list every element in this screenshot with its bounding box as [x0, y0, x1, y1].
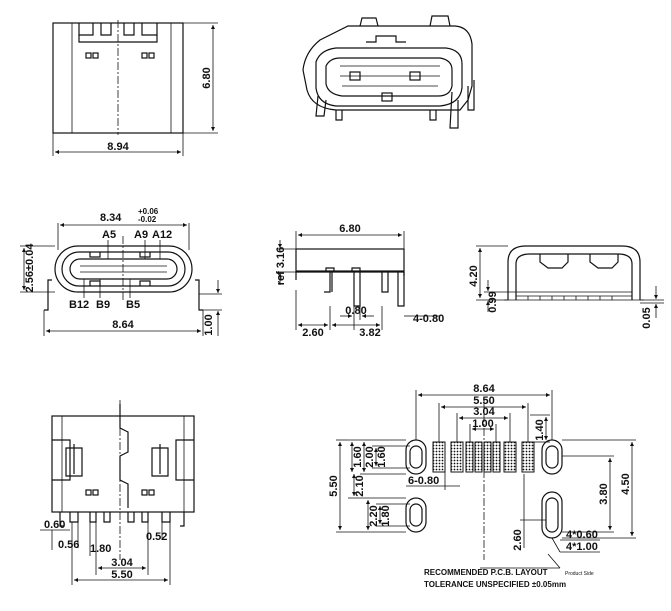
- front-leg-label: 1.00: [203, 314, 215, 335]
- pcb-w2-label: 5.50: [473, 395, 494, 407]
- pcb-r2-label: 4.50: [620, 473, 632, 494]
- rear-d2-label: 0.05: [641, 307, 653, 328]
- bottom-d3-label: 1.80: [90, 543, 111, 555]
- bottom-view: 0.60 0.56 1.80 0.52 3.04 5.50: [40, 400, 195, 585]
- pcb-l5-label: 5.50: [328, 475, 340, 496]
- pin-a9: A9: [134, 229, 148, 241]
- isometric-view: [302, 15, 475, 129]
- pcb-r1-label: 3.80: [598, 483, 610, 504]
- pcb-note-recommended: RECOMMENDED P.C.B. LAYOUT: [424, 568, 548, 577]
- top-view: 6.80 8.94: [52, 20, 218, 156]
- pcb-l3-label: 1.60: [376, 446, 388, 467]
- pcb-h1-label: 1.40: [534, 419, 546, 440]
- pcb-r3-label: 2.60: [512, 529, 524, 550]
- front-bottom-width: 8.64: [112, 319, 134, 331]
- side-d1-label: 0.80: [345, 305, 366, 317]
- rear-d1-label: 0.99: [487, 291, 499, 312]
- pcb-note-tolerance: TOLERANCE UNSPECIFIED ±0.05mm: [424, 580, 566, 589]
- pcb-l4-label: 6-0.80: [408, 475, 439, 487]
- pcb-l2-label: 2.00: [364, 446, 376, 467]
- bottom-d5-label: 3.04: [111, 557, 133, 569]
- pcb-w3-label: 3.04: [473, 406, 495, 418]
- pin-b12: B12: [69, 299, 89, 311]
- pcb-stamp: Product Side: [565, 571, 594, 577]
- rear-view: 4.20 0.99 0.05: [468, 245, 664, 329]
- front-tol-plus: +0.06: [138, 207, 159, 216]
- pcb-layout: 8.64 5.50 3.04 1.00 1.40 1.60 2.00 1.60 …: [328, 383, 636, 589]
- bottom-d4-label: 0.52: [146, 531, 167, 543]
- side-d2-label: 2.60: [302, 327, 323, 339]
- bottom-d1-label: 0.60: [44, 519, 65, 531]
- pcb-w1-label: 8.64: [473, 383, 495, 395]
- bottom-d2-label: 0.56: [58, 539, 79, 551]
- side-d3-label: 3.82: [359, 327, 380, 339]
- side-length-label: 6.80: [339, 223, 360, 235]
- side-pins-label: 4-0.80: [413, 313, 444, 325]
- pcb-l7-label: 2.20: [368, 505, 380, 526]
- top-height-label: 6.80: [201, 67, 213, 88]
- pin-b9: B9: [96, 299, 110, 311]
- pin-a5: A5: [102, 229, 116, 241]
- pcb-w4-label: 1.00: [472, 418, 493, 430]
- pin-a12: A12: [152, 229, 172, 241]
- front-view: 8.34 +0.06 -0.02 A5 A9 A12 B12 B9 B5 2.5…: [20, 207, 222, 336]
- side-ref-label: ref 3.16: [275, 247, 287, 286]
- pin-b5: B5: [126, 299, 140, 311]
- pcb-l6-label: 2.10: [354, 475, 366, 496]
- front-height-label: 2.56±0.04: [24, 243, 36, 293]
- pcb-l8-label: 1.80: [380, 505, 392, 526]
- top-width-label: 8.94: [107, 141, 129, 153]
- rear-height-label: 4.20: [468, 265, 480, 286]
- pcb-l1-label: 1.60: [352, 446, 364, 467]
- front-width-label: 8.34: [100, 212, 122, 224]
- pcb-r5-label: 4*1.00: [566, 541, 598, 553]
- front-tol-minus: -0.02: [138, 215, 157, 224]
- pcb-r4-label: 4*0.60: [566, 529, 598, 541]
- side-view: 6.80 ref 3.16 0.80 2.60 3.82 4-0.80: [275, 223, 444, 339]
- bottom-d6-label: 5.50: [111, 569, 132, 581]
